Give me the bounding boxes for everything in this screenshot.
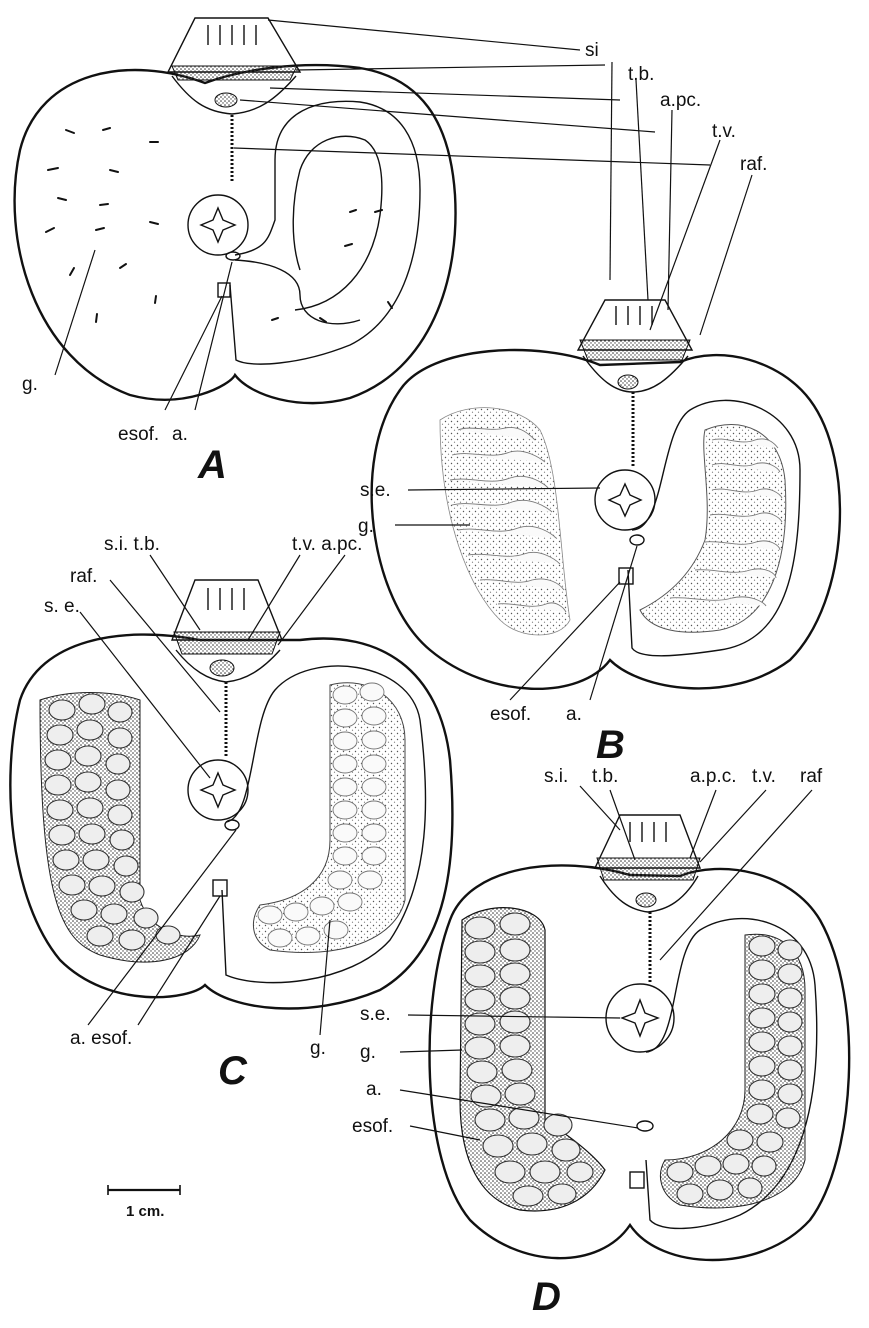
panel-d-peripharyngeal [636,893,656,907]
panel-a-tentacle-band [172,66,297,80]
panel-b-label-se: s.e. [360,480,391,501]
panel-b-label-a: a. [566,704,582,725]
panel-b: s.e. g. esof. a. B [358,62,840,767]
panel-a-siphon-lines [208,25,256,45]
panel-d-label-si: s.i. [544,766,568,787]
panel-d-anus [637,1121,653,1131]
panel-a-peripharyngeal [215,93,237,107]
panel-a: si t.b. a.pc. t.v. raf. g. esof. a. A [15,18,768,487]
panel-b-gonad-left [440,408,570,635]
panel-d-esophagus [630,1172,644,1188]
panel-d-label-apc: a.p.c. [690,766,736,787]
panel-c-label-se: s. e. [44,596,80,617]
panel-a-endostyle [188,195,248,255]
panel-a-gut-loop-mid [235,260,360,324]
panel-d: s.i. t.b. a.p.c. t.v. raf s.e. g. a. eso… [352,766,849,1319]
panel-a-label-apc: a.pc. [660,90,701,111]
panel-a-label-tv: t.v. [712,121,736,142]
scale-bar: 1 cm. [108,1185,180,1220]
panel-a-letter: A [197,443,227,487]
panel-c-label-raf: raf. [70,566,97,587]
panel-d-letter: D [532,1275,561,1319]
panel-c-label-si-tb: s.i. t.b. [104,534,160,555]
panel-d-siphon-lines [630,822,666,842]
panel-d-label-g: g. [360,1042,376,1063]
panel-d-label-tv: t.v. [752,766,776,787]
panel-d-tentacle-band [597,858,700,880]
panel-c-endostyle-cross [201,773,235,807]
panel-c-label-g: g. [310,1038,326,1059]
panel-d-endostyle-cross [622,1000,658,1036]
panel-b-peripharyngeal [618,375,638,389]
panel-c-label-a-esof: a. esof. [70,1028,132,1049]
panel-d-label-tb: t.b. [592,766,618,787]
panel-c-siphon [172,580,282,640]
panel-d-label-esof: esof. [352,1116,393,1137]
panel-c-letter: C [218,1049,248,1093]
panel-b-siphon-lines [616,306,652,325]
scale-bar-label: 1 cm. [126,1203,164,1220]
panel-c-label-tv-apc: t.v. a.pc. [292,534,362,555]
panel-a-label-si: si [585,40,599,61]
panel-b-anus [630,535,644,545]
panel-b-label-esof: esof. [490,704,531,725]
panel-a-label-esof: esof. [118,424,159,445]
panel-a-label-raf: raf. [740,154,767,175]
panel-a-anus [226,252,240,260]
panel-d-label-a: a. [366,1079,382,1100]
panel-b-tentacle-band [580,340,690,360]
panel-c-siphon-lines [208,588,244,610]
panel-c-peripharyngeal [210,660,234,676]
panel-d-label-se: s.e. [360,1004,391,1025]
panel-a-gonads [46,128,392,322]
panel-a-siphon [168,18,300,72]
panel-a-endostyle-cross [201,208,235,242]
panel-d-label-raf: raf [800,766,823,787]
panel-a-label-a: a. [172,424,188,445]
panel-a-gut-loop-inner [293,136,382,310]
panel-c-tentacle-band [174,632,280,654]
panel-b-endostyle-cross [609,484,641,516]
panel-a-label-tb: t.b. [628,64,654,85]
panel-c-esophagus [213,880,227,896]
panel-a-label-g: g. [22,374,38,395]
panel-b-letter: B [596,723,625,767]
panel-c-anus [225,820,239,830]
